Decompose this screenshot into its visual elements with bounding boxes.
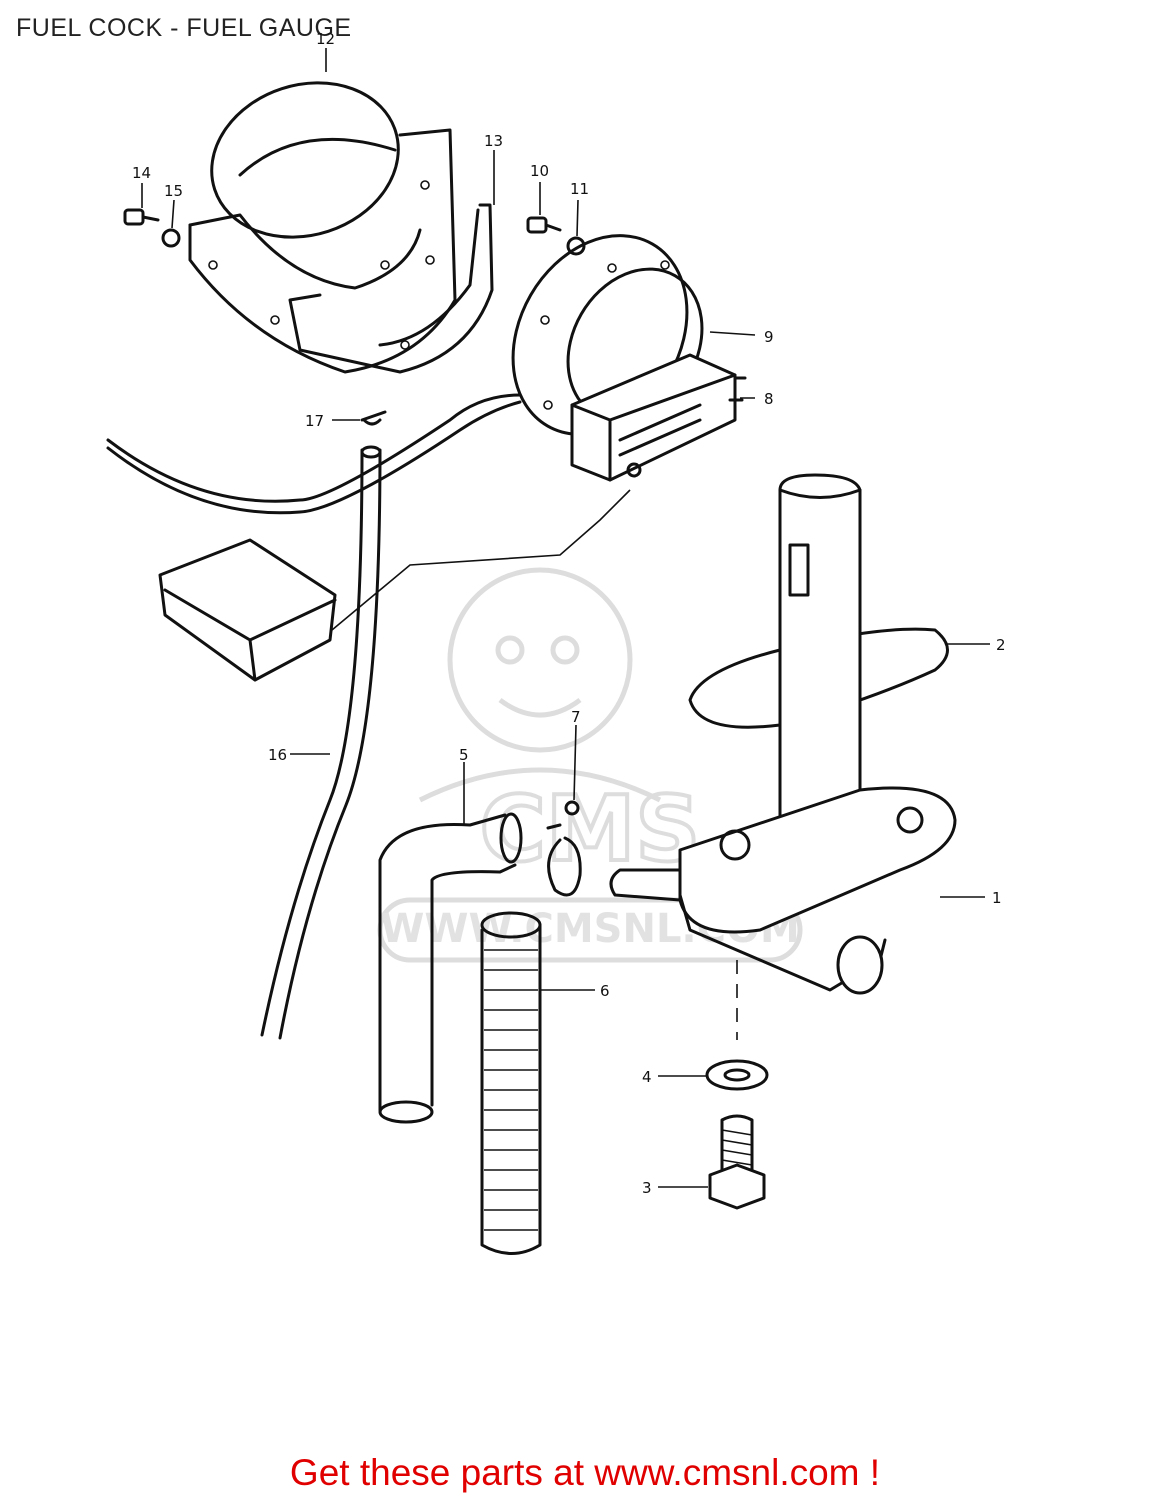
part-15-washer[interactable] <box>161 228 181 248</box>
part-4-washer[interactable] <box>705 1059 769 1091</box>
callout-7: 7 <box>571 708 581 726</box>
callout-13: 13 <box>484 132 503 150</box>
part-6-strainer[interactable] <box>480 911 542 1255</box>
part-8-gauge-unit[interactable] <box>570 353 747 482</box>
get-parts-link[interactable]: Get these parts at www.cmsnl.com ! <box>289 1452 881 1493</box>
part-12-gasket[interactable] <box>188 59 457 374</box>
callout-16: 16 <box>268 746 287 764</box>
float[interactable] <box>158 538 337 682</box>
part-1-fuel-cock[interactable] <box>609 473 957 995</box>
callout-15: 15 <box>164 182 183 200</box>
part-13-strip[interactable] <box>288 203 494 374</box>
callout-1: 1 <box>992 889 1002 907</box>
callout-3: 3 <box>642 1179 652 1197</box>
callout-5: 5 <box>459 746 469 764</box>
callout-4: 4 <box>642 1068 652 1086</box>
callout-2: 2 <box>996 636 1006 654</box>
callout-12: 12 <box>316 30 335 48</box>
callout-6: 6 <box>600 982 610 1000</box>
parts-diagram: 1 2 3 4 5 6 7 8 9 10 11 12 13 14 15 16 1… <box>106 30 1006 1255</box>
sender-wire-inner <box>106 400 522 515</box>
callout-9: 9 <box>764 328 774 346</box>
part-2-oring[interactable] <box>688 627 949 729</box>
callout-17: 17 <box>305 412 324 430</box>
callout-8: 8 <box>764 390 774 408</box>
part-17-clip[interactable] <box>360 410 387 426</box>
part-5-hose[interactable] <box>378 812 523 1124</box>
leader-lines <box>141 48 990 1188</box>
part-14-screw[interactable] <box>123 208 160 226</box>
sender-wire <box>106 393 522 503</box>
part-16-tube[interactable] <box>260 445 382 1040</box>
part-3-bolt[interactable] <box>708 1114 766 1210</box>
callout-14: 14 <box>132 164 151 182</box>
callout-10: 10 <box>530 162 549 180</box>
callout-11: 11 <box>570 180 589 198</box>
part-11-washer[interactable] <box>566 236 586 256</box>
part-10-screw[interactable] <box>526 216 562 234</box>
float-arm <box>319 489 631 641</box>
page-title: FUEL COCK - FUEL GAUGE <box>16 14 352 42</box>
part-7-clip[interactable] <box>546 800 582 897</box>
